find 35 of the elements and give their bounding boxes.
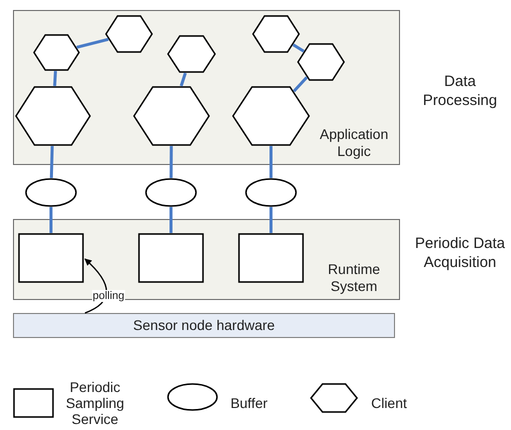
layer-title: Data Processing <box>422 72 498 110</box>
legend-label: Client <box>370 394 408 413</box>
connector-line <box>270 207 272 233</box>
client-hexagon <box>167 35 216 73</box>
buffer-ellipse <box>245 178 297 207</box>
client-hexagon <box>105 15 153 53</box>
sampling-service-box <box>18 233 84 283</box>
client-hexagon <box>15 86 91 146</box>
sampling-service-box <box>138 233 204 283</box>
client-hexagon <box>232 86 310 146</box>
connector-line <box>292 43 305 53</box>
layer-title: Periodic Data Acquisition <box>414 234 506 272</box>
connector-line <box>50 207 52 233</box>
client-hexagon <box>33 34 80 71</box>
layer-panel <box>13 219 400 300</box>
connector-line <box>270 146 272 178</box>
layer-panel <box>13 10 400 165</box>
client-hexagon <box>133 86 210 146</box>
client-hexagon <box>297 43 345 81</box>
connector-line <box>180 72 187 86</box>
connector-line <box>53 70 57 86</box>
connector-line <box>170 146 173 178</box>
client-hexagon <box>252 15 300 53</box>
hardware-bar: Sensor node hardware <box>13 313 395 338</box>
legend-label: Buffer <box>229 394 269 413</box>
panel-label: Application Logic <box>318 126 390 160</box>
connector-line <box>170 207 172 233</box>
sampling-service-box <box>238 233 304 283</box>
buffer-ellipse <box>25 178 77 207</box>
legend-label: Periodic Sampling Service <box>64 378 126 428</box>
buffer-ellipse <box>145 178 197 207</box>
panel-label: Runtime System <box>326 261 382 295</box>
connector-line <box>50 146 54 178</box>
connector-line <box>76 38 109 49</box>
connector-line <box>292 76 308 92</box>
